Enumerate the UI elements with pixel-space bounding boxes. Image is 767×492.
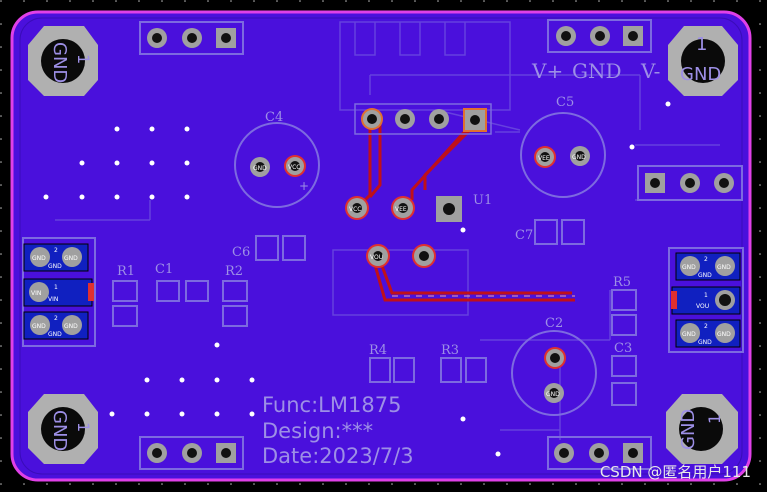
svg-text:2: 2 — [54, 315, 58, 322]
svg-text:VEE: VEE — [538, 155, 550, 162]
svg-text:VCC: VCC — [288, 164, 300, 171]
svg-text:GND: GND — [682, 264, 696, 271]
svg-text:C3: C3 — [614, 341, 632, 356]
svg-text:GND: GND — [32, 323, 46, 330]
svg-text:C2: C2 — [545, 316, 563, 331]
svg-text:VIN: VIN — [31, 290, 41, 297]
svg-text:C6: C6 — [232, 245, 250, 260]
mount-hole-bottom-left: GND 1 — [28, 394, 98, 464]
svg-text:C7: C7 — [515, 228, 533, 243]
svg-text:GND: GND — [680, 64, 721, 85]
capacitor-c4: C4 GND VCC + — [234, 110, 320, 208]
header-bottom-left — [139, 436, 244, 470]
mount-hole-top-left: GND 1 — [28, 26, 98, 96]
svg-text:GND: GND — [49, 410, 70, 451]
header-top-right — [547, 19, 652, 53]
header-top-left — [139, 21, 244, 55]
svg-text:GND: GND — [678, 409, 699, 450]
mount-hole-bottom-right: 1 GND — [666, 394, 738, 464]
svg-text:R5: R5 — [613, 275, 631, 290]
connector-left: GND GND 2 GND VIN 1 VIN GND GND 2 GND — [22, 237, 96, 347]
svg-text:GND: GND — [572, 59, 622, 83]
silkscreen-info-text: Func:LM1875 Design:*** Date:2023/7/3 — [262, 393, 414, 468]
svg-text:V-: V- — [640, 59, 660, 83]
svg-text:C4: C4 — [265, 110, 283, 125]
svg-text:1: 1 — [696, 34, 707, 55]
svg-text:C1: C1 — [155, 262, 173, 277]
svg-text:VCC: VCC — [349, 206, 361, 213]
svg-text:GND: GND — [48, 263, 62, 270]
svg-text:1: 1 — [74, 422, 93, 432]
svg-text:GND: GND — [682, 331, 696, 338]
svg-text:Func:LM1875: Func:LM1875 — [262, 393, 401, 417]
svg-text:R3: R3 — [441, 343, 459, 358]
header-right-mid — [637, 165, 743, 201]
svg-text:R2: R2 — [225, 264, 243, 279]
svg-text:1: 1 — [705, 414, 724, 424]
svg-text:+: + — [299, 179, 309, 193]
svg-text:GND: GND — [48, 331, 62, 338]
ic-u1-pads: VCC VEE VOU — [345, 196, 462, 268]
svg-text:R1: R1 — [117, 264, 135, 279]
svg-text:VIN: VIN — [48, 296, 58, 303]
svg-text:2: 2 — [54, 247, 58, 254]
svg-text:VOU: VOU — [370, 254, 383, 261]
svg-text:R4: R4 — [369, 343, 387, 358]
svg-text:1: 1 — [704, 292, 708, 299]
svg-text:GND: GND — [698, 272, 712, 279]
svg-text:1: 1 — [54, 284, 58, 291]
connector-right: GND GND 2 GND 1 VOU GND GND 2 GND — [668, 247, 744, 353]
svg-text:GND: GND — [717, 331, 731, 338]
capacitor-c2: C2 GND — [511, 316, 597, 416]
svg-text:VOU: VOU — [696, 303, 709, 310]
header-bottom-right — [547, 436, 652, 470]
svg-text:C5: C5 — [556, 95, 574, 110]
svg-text:GND: GND — [49, 42, 70, 83]
via-array-left — [43, 101, 671, 457]
power-labels: V+ GND V- — [531, 59, 660, 83]
refdes-labels: C6 C7 R1 C1 R2 R4 R3 R5 C3 U1 — [117, 193, 632, 358]
svg-text:GND: GND — [64, 323, 78, 330]
svg-text:2: 2 — [704, 256, 708, 263]
smd-pads — [112, 219, 637, 406]
svg-text:GND: GND — [64, 255, 78, 262]
watermark: CSDN @匿名用户111 — [599, 463, 751, 481]
svg-text:GND: GND — [546, 391, 560, 398]
svg-text:GND: GND — [572, 154, 586, 161]
svg-text:GND: GND — [717, 264, 731, 271]
svg-text:2: 2 — [704, 323, 708, 330]
svg-text:1: 1 — [74, 54, 93, 64]
regulator-pads-top — [354, 103, 492, 135]
capacitor-c5: C5 VEE GND — [520, 95, 606, 198]
copper-traces — [356, 118, 575, 302]
svg-text:GND: GND — [253, 165, 267, 172]
svg-text:Date:2023/7/3: Date:2023/7/3 — [262, 444, 414, 468]
mount-hole-top-right: 1 GND — [668, 26, 738, 96]
svg-text:V+: V+ — [531, 59, 563, 83]
svg-text:GND: GND — [698, 339, 712, 346]
svg-text:Design:***: Design:*** — [262, 419, 373, 443]
svg-text:VEE: VEE — [395, 206, 407, 213]
svg-text:GND: GND — [32, 255, 46, 262]
svg-text:U1: U1 — [473, 193, 492, 208]
